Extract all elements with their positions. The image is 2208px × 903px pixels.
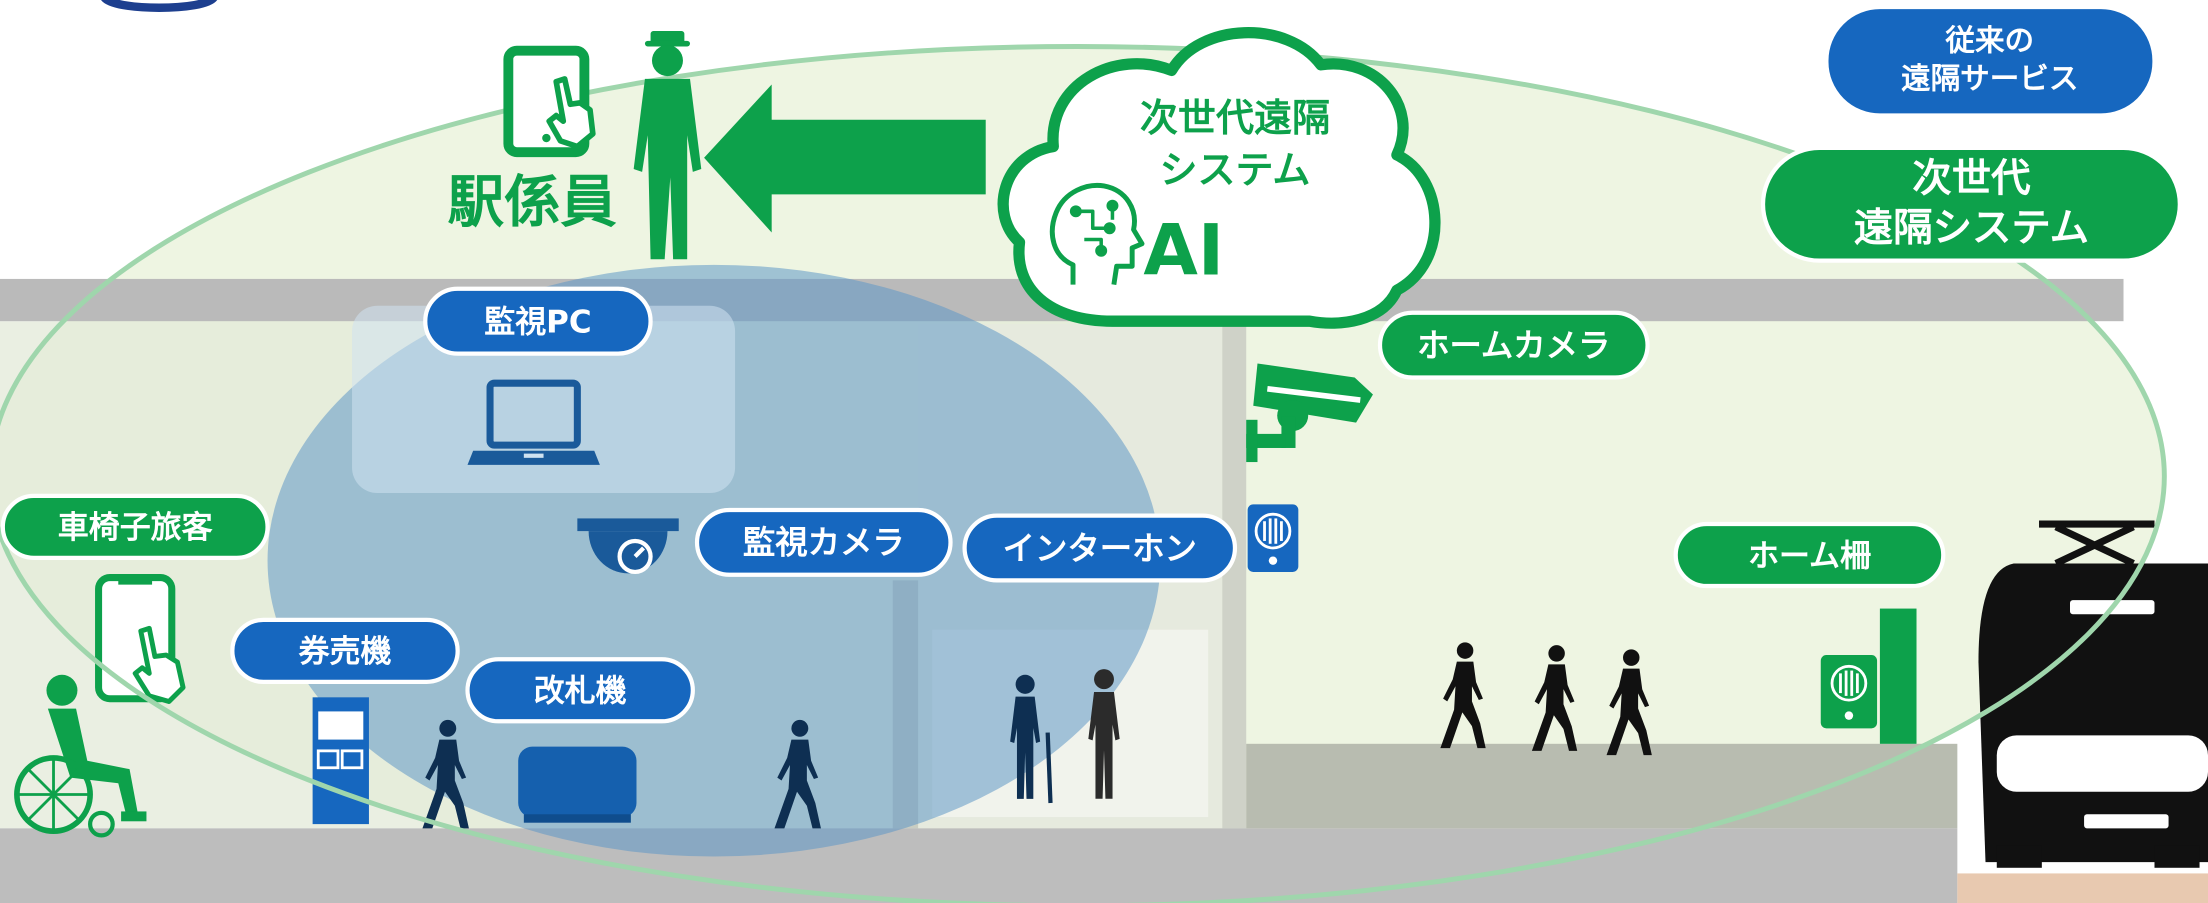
intercom-tag: インターホン bbox=[962, 513, 1238, 583]
surveillance-camera-tag: 監視カメラ bbox=[694, 507, 953, 577]
station-staff-icon bbox=[633, 30, 702, 260]
next-gen-system-line2: 遠隔システム bbox=[1854, 205, 2089, 251]
platform-fence-label: ホーム柵 bbox=[1748, 538, 1871, 574]
platform-surface bbox=[1246, 743, 1958, 829]
cloud-ai-label: AI bbox=[1143, 210, 1224, 292]
ticket-gate-tag: 改札機 bbox=[465, 657, 695, 724]
laptop-icon bbox=[467, 379, 600, 465]
platform-camera-label: ホームカメラ bbox=[1417, 326, 1610, 364]
cctv-camera-icon bbox=[1246, 363, 1373, 463]
train-window bbox=[1996, 735, 2208, 792]
next-gen-coverage-outline bbox=[0, 44, 2167, 903]
platform-wall bbox=[1222, 321, 1247, 829]
wheelchair-user-icon bbox=[14, 674, 147, 838]
surveillance-camera-label: 監視カメラ bbox=[743, 524, 905, 562]
ticket-machine-icon bbox=[312, 697, 369, 825]
walking-cane bbox=[1045, 732, 1053, 804]
smartphone-touch-icon bbox=[95, 574, 186, 705]
monitor-pc-label: 監視PC bbox=[484, 304, 591, 340]
legacy-service-line1: 従来の bbox=[1944, 24, 2034, 58]
platform-fence-post bbox=[1879, 608, 1917, 744]
legacy-service-line2: 遠隔サービス bbox=[1901, 62, 2078, 96]
wheelchair-passenger-label: 車椅子旅客 bbox=[58, 510, 213, 546]
intercom-icon bbox=[1247, 504, 1299, 572]
monitor-pc-tag: 監視PC bbox=[423, 286, 653, 356]
logo-fragment bbox=[101, 0, 217, 12]
platform-intercom-icon bbox=[1820, 655, 1878, 729]
cloud-title-line2: システム bbox=[1160, 148, 1311, 192]
tablet-touch-icon bbox=[503, 45, 596, 158]
track-bed bbox=[1957, 873, 2208, 903]
left-arrow-icon bbox=[704, 84, 986, 233]
platform-camera-tag: ホームカメラ bbox=[1377, 310, 1650, 380]
ai-brain-icon bbox=[1049, 182, 1145, 285]
next-gen-cloud: 次世代遠隔 システム AI bbox=[997, 27, 1441, 329]
station-floor bbox=[0, 828, 1958, 903]
wheelchair-passenger-tag: 車椅子旅客 bbox=[0, 493, 270, 560]
next-gen-system-line1: 次世代 bbox=[1912, 156, 2031, 202]
station-staff-label: 駅係員 bbox=[448, 170, 617, 235]
ticket-machine-tag: 券売機 bbox=[230, 617, 460, 684]
intercom-label: インターホン bbox=[1003, 529, 1197, 567]
ticket-machine-label: 券売機 bbox=[299, 634, 392, 670]
pantograph bbox=[2039, 520, 2155, 567]
platform-fence-tag: ホーム柵 bbox=[1673, 521, 1946, 589]
dome-camera-icon bbox=[577, 518, 679, 575]
next-gen-system-badge: 次世代 遠隔システム bbox=[1760, 145, 2182, 263]
cloud-title-line1: 次世代遠隔 bbox=[1140, 96, 1330, 140]
ticket-gate-icon bbox=[518, 746, 637, 823]
legacy-service-badge: 従来の 遠隔サービス bbox=[1824, 4, 2157, 118]
train-front-icon bbox=[1978, 520, 2208, 868]
ticket-gate-label: 改札機 bbox=[534, 674, 627, 710]
